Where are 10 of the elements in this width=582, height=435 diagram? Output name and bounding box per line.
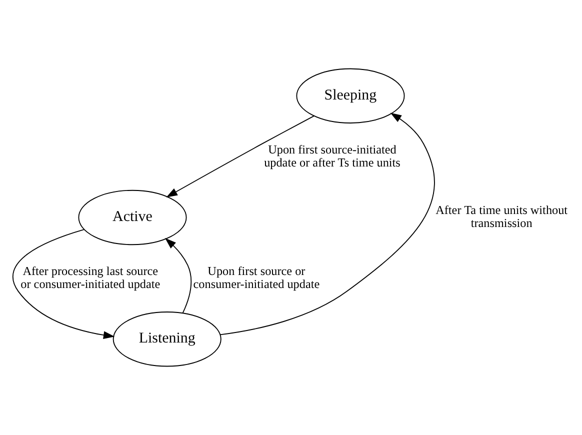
arrow xyxy=(166,116,314,198)
node-ellipse: Active xyxy=(78,190,187,246)
arrow xyxy=(220,112,435,336)
edge-label: Upon first source-initiated update or after Ts time units xyxy=(264,142,400,170)
edge-label: After Ta time units without transmission xyxy=(436,203,568,230)
edge-label: Upon first source or consumer-initiated update xyxy=(193,264,320,292)
arrow xyxy=(12,229,115,339)
edge-label: After processing last source or consumer-initiated update xyxy=(20,264,160,292)
node-ellipse: Listening xyxy=(112,312,222,367)
arrow xyxy=(164,238,192,314)
